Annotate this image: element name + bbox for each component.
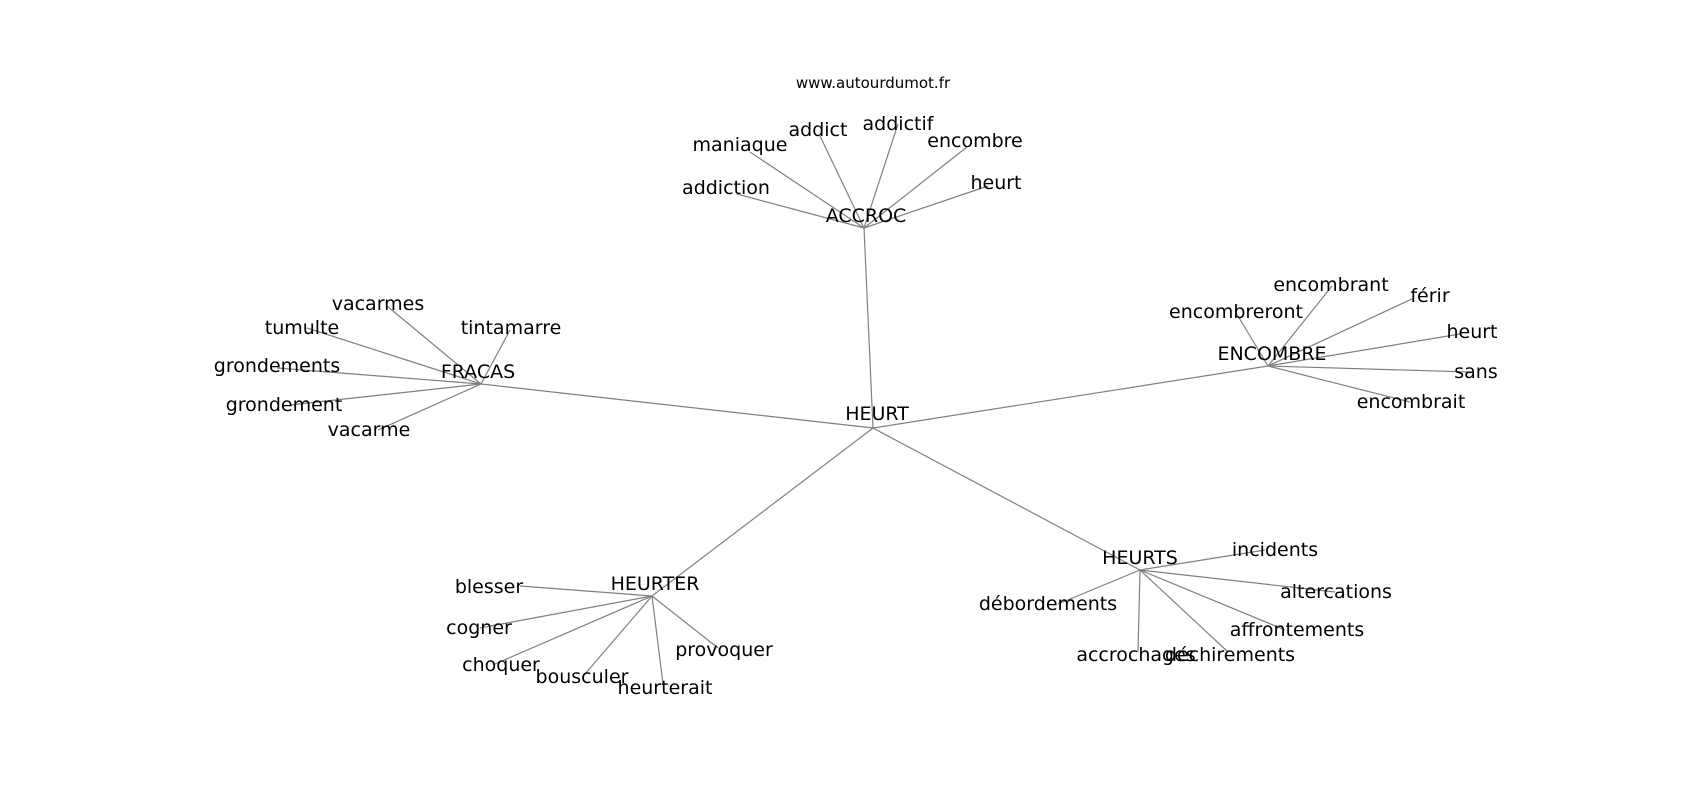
leaf-node-label: altercations: [1280, 581, 1392, 603]
leaf-node-label: débordements: [979, 593, 1117, 615]
edge-hub-to-leaf: [519, 585, 653, 597]
leaf-node-label: provoquer: [675, 639, 773, 661]
edge-hub-to-leaf: [736, 193, 865, 229]
edge-center-to-hub: [651, 427, 874, 597]
leaf-node-label: encombrait: [1357, 391, 1466, 413]
leaf-node-label: cogner: [446, 617, 512, 639]
edge-hub-to-leaf: [584, 595, 653, 675]
edge-hub-to-leaf: [1057, 569, 1141, 605]
leaf-node-label: sans: [1454, 361, 1497, 383]
edge-hub-to-leaf: [276, 367, 482, 385]
hub-node-label: HEURTS: [1102, 547, 1178, 569]
leaf-node-label: tintamarre: [461, 317, 562, 339]
hub-node-label: FRACAS: [441, 361, 515, 383]
edge-hub-to-leaf: [494, 595, 653, 665]
leaf-node-label: vacarme: [328, 419, 411, 441]
leaf-node-label: addictif: [863, 113, 935, 135]
edge-hub-to-leaf: [306, 327, 482, 385]
edge-hub-to-leaf: [863, 123, 899, 229]
leaf-node-label: addiction: [682, 177, 770, 199]
leaf-node-label: encombreront: [1169, 301, 1303, 323]
edge-hub-to-leaf: [863, 146, 968, 229]
edge-center-to-hub: [872, 365, 1269, 429]
edge-hub-to-leaf: [1267, 285, 1333, 367]
edge-hub-to-leaf: [386, 305, 482, 385]
edge-hub-to-leaf: [1267, 365, 1411, 403]
leaf-node-label: choquer: [462, 654, 540, 676]
leaf-node-label: bousculer: [536, 666, 629, 688]
edge-hub-to-leaf: [1139, 549, 1266, 571]
leaf-node-label: heurterait: [618, 677, 713, 699]
edge-hub-to-leaf: [1237, 315, 1269, 367]
leaf-node-label: blesser: [455, 576, 524, 598]
edge-hub-to-leaf: [1139, 569, 1286, 631]
leaf-node-label: déchirements: [1165, 644, 1295, 666]
hub-node-label: ENCOMBRE: [1217, 343, 1326, 365]
edge-center-to-hub: [872, 427, 1141, 571]
edge-hub-to-leaf: [480, 329, 511, 385]
edge-hub-to-leaf: [479, 595, 653, 629]
edge-hub-to-leaf: [863, 185, 989, 229]
leaf-node-label: heurt: [1446, 321, 1497, 343]
leaf-node-label: incidents: [1232, 539, 1318, 561]
edge-center-to-hub: [863, 227, 874, 429]
edge-hub-to-leaf: [1139, 569, 1336, 593]
edge-center-to-hub: [480, 383, 874, 429]
leaf-node-label: addict: [789, 119, 848, 141]
leaf-node-label: vacarmes: [332, 293, 425, 315]
edge-hub-to-leaf: [749, 151, 865, 229]
edge-hub-to-leaf: [651, 595, 719, 649]
leaf-node-label: maniaque: [693, 134, 788, 156]
edge-hub-to-leaf: [289, 383, 482, 406]
edge-hub-to-leaf: [1139, 569, 1229, 653]
leaf-node-label: férir: [1410, 285, 1449, 307]
leaf-node-label: affrontements: [1230, 619, 1365, 641]
edge-hub-to-leaf: [1267, 365, 1471, 373]
edge-hub-to-leaf: [651, 595, 664, 685]
hub-node-label: ACCROC: [826, 205, 907, 227]
leaf-node-label: tumulte: [265, 317, 339, 339]
edge-hub-to-leaf: [1267, 333, 1461, 367]
leaf-node-label: grondement: [226, 394, 343, 416]
site-watermark: www.autourdumot.fr: [796, 74, 951, 92]
leaf-node-label: encombre: [927, 130, 1022, 152]
leaf-node-label: grondements: [214, 355, 340, 377]
leaf-node-label: accrochages: [1076, 644, 1195, 666]
edge-hub-to-leaf: [819, 135, 865, 229]
leaf-node-label: encombrant: [1273, 274, 1388, 296]
edge-hub-to-leaf: [1137, 569, 1141, 653]
center-node-label: HEURT: [845, 403, 909, 425]
left-clip-mask: [0, 0, 214, 800]
edge-hub-to-leaf: [377, 383, 482, 431]
leaf-node-label: heurt: [970, 172, 1021, 194]
edge-hub-to-leaf: [1267, 297, 1415, 367]
hub-node-label: HEURTER: [611, 573, 700, 595]
